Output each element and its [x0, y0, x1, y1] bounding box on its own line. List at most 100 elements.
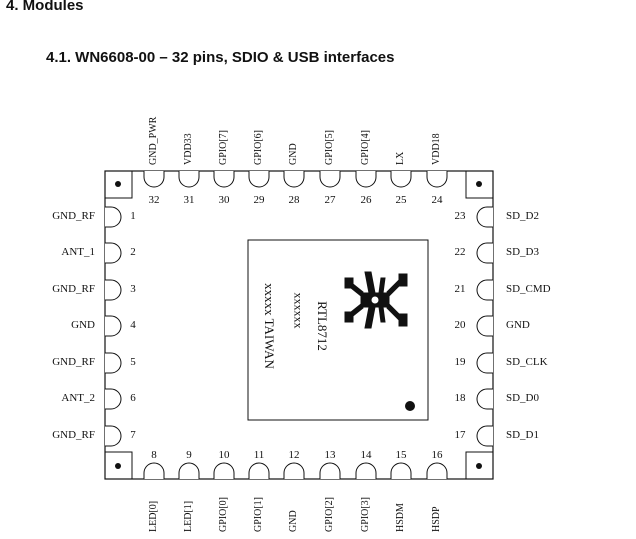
pad-top-26	[355, 171, 377, 188]
pin-name: GPIO[3]	[360, 497, 371, 532]
pin-number: 21	[454, 283, 466, 295]
pin-name: GPIO[4]	[360, 130, 371, 165]
pin-number: 8	[151, 449, 157, 461]
pin-number: 16	[431, 449, 443, 461]
pin1-marker	[405, 401, 415, 411]
pin-name: GPIO[2]	[324, 497, 335, 532]
pin-name: GPIO[0]	[218, 497, 229, 532]
pin-number: 3	[130, 283, 136, 295]
pin-number: 10	[218, 449, 230, 461]
chip-outline	[247, 239, 429, 421]
pin-name: GPIO[6]	[253, 130, 264, 165]
pin-number: 4	[130, 319, 136, 331]
pad-bottom-13	[319, 462, 341, 479]
pin-name: GND_RF	[52, 356, 95, 368]
pad-bottom-16	[426, 462, 448, 479]
pin-number: 15	[395, 449, 407, 461]
pad-right-17	[476, 425, 493, 447]
pad-top-28	[283, 171, 305, 188]
pin-name: VDD18	[431, 133, 442, 165]
pin-name: GND_RF	[52, 210, 95, 222]
corner-pads	[104, 170, 494, 480]
pin-pads	[105, 171, 493, 479]
pad-top-32	[143, 171, 165, 188]
pin-name: GND	[506, 319, 530, 331]
pad-bottom-12	[283, 462, 305, 479]
pin-name: SD_CMD	[506, 283, 551, 295]
pad-top-31	[178, 171, 200, 188]
pad-top-27	[319, 171, 341, 188]
pin-number: 20	[454, 319, 466, 331]
pin-number: 27	[324, 194, 336, 206]
pad-top-30	[213, 171, 235, 188]
pin-name: ANT_2	[61, 392, 95, 404]
section-heading: 4. Modules	[6, 0, 84, 14]
pin-number: 5	[130, 356, 136, 368]
pin-number: 11	[253, 449, 265, 461]
pin-number: 29	[253, 194, 265, 206]
pin-name: GPIO[1]	[253, 497, 264, 532]
pad-top-29	[248, 171, 270, 188]
pin-number: 28	[288, 194, 300, 206]
pin-number: 2	[130, 246, 136, 258]
pad-left-2	[105, 242, 122, 264]
pad-left-3	[105, 279, 122, 301]
pin-number: 31	[183, 194, 195, 206]
pin-name: LED[1]	[183, 500, 194, 532]
corner-dots	[115, 181, 482, 469]
corner-pad-bl	[104, 451, 133, 480]
corner-pad-br	[465, 451, 494, 480]
pad-top-24	[426, 171, 448, 188]
pad-right-21	[476, 279, 493, 301]
pin-name: GND_PWR	[148, 116, 159, 165]
pin-number: 14	[360, 449, 372, 461]
pin-name: LX	[395, 151, 406, 165]
pin-number: 25	[395, 194, 407, 206]
subsection-heading: 4.1. WN6608-00 – 32 pins, SDIO & USB int…	[46, 49, 395, 66]
pin-number: 22	[454, 246, 466, 258]
pad-right-19	[476, 352, 493, 374]
corner-pad-tr	[465, 170, 494, 199]
pin-number: 19	[454, 356, 466, 368]
pin-number: 32	[148, 194, 160, 206]
pin-number: 24	[431, 194, 443, 206]
pin-name: SD_D0	[506, 392, 540, 404]
pad-bottom-9	[178, 462, 200, 479]
pad-right-18	[476, 388, 493, 410]
pin-number: 26	[360, 194, 372, 206]
pad-bottom-8	[143, 462, 165, 479]
pad-left-5	[105, 352, 122, 374]
pin-name: GPIO[5]	[324, 130, 335, 165]
corner-pad-tl	[104, 170, 133, 199]
realtek-logo-icon	[344, 271, 408, 329]
pin-name: GPIO[7]	[218, 130, 229, 165]
pad-left-7	[105, 425, 122, 447]
pin-name: SD_D2	[506, 210, 540, 222]
pad-left-4	[105, 315, 122, 337]
pin-name: HSDP	[431, 506, 442, 532]
pad-right-23	[476, 206, 493, 228]
pad-bottom-14	[355, 462, 377, 479]
pad-right-20	[476, 315, 493, 337]
pad-top-25	[390, 171, 412, 188]
pin-name: GND	[288, 510, 299, 532]
chip-origin: xxxxx TAIWAN	[261, 283, 277, 369]
pin-name: HSDM	[395, 503, 406, 532]
pin-number: 1	[130, 210, 136, 222]
pad-bottom-11	[248, 462, 270, 479]
pin-name: SD_D3	[506, 246, 540, 258]
pin-name: GND	[71, 319, 95, 331]
pin-number: 7	[130, 429, 136, 441]
pin-name: LED[0]	[148, 500, 159, 532]
pin-number: 9	[186, 449, 192, 461]
chip-lot-code: xxxxxx	[291, 292, 306, 329]
pad-right-22	[476, 242, 493, 264]
pad-bottom-15	[390, 462, 412, 479]
pin-number: 6	[130, 392, 136, 404]
pin-name: VDD33	[183, 133, 194, 165]
pad-left-1	[105, 206, 122, 228]
pin-name: ANT_1	[61, 246, 95, 258]
pin-name: SD_CLK	[506, 356, 548, 368]
pin-name: GND_RF	[52, 429, 95, 441]
